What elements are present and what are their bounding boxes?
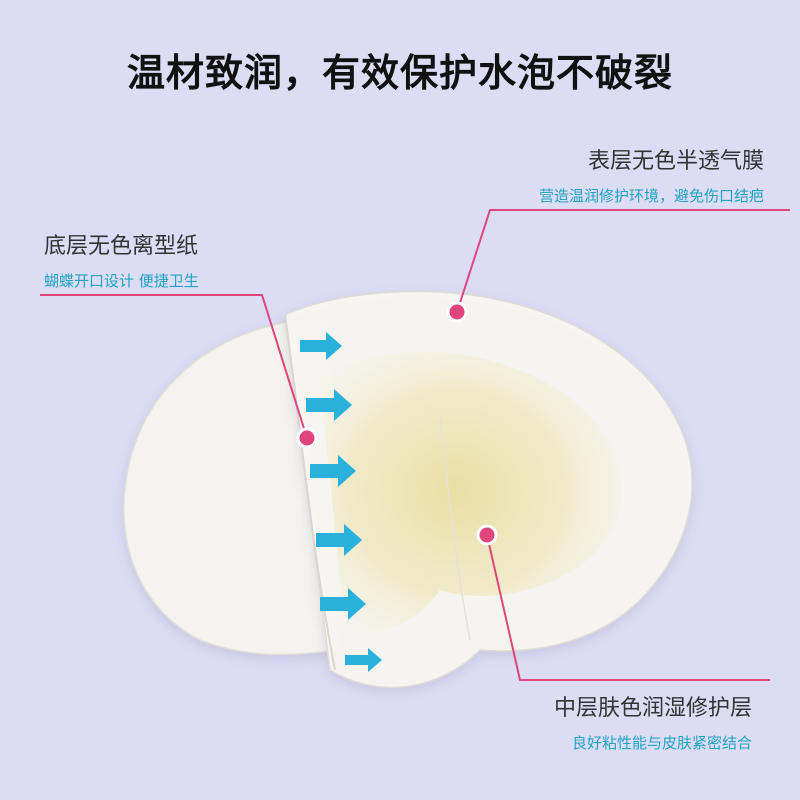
arrow-right-icon <box>310 455 356 487</box>
callout-line-bottom <box>486 534 770 681</box>
label-bottom-right: 中层肤色润湿修护层 良好粘性能与皮肤紧密结合 <box>554 690 752 753</box>
label-top-right-sub: 营造温润修护环境，避免伤口结疤 <box>538 187 764 205</box>
page-title: 温材致润，有效保护水泡不破裂 <box>126 51 673 95</box>
label-top-right: 表层无色半透气膜 营造温润修护环境，避免伤口结疤 <box>539 143 764 206</box>
label-bottom-right-main: 中层肤色润湿修护层 <box>553 696 752 721</box>
callout-line-left <box>40 294 308 439</box>
callout-line-top <box>456 209 790 313</box>
fold-line <box>284 314 336 671</box>
callout-dot-left <box>296 427 318 449</box>
hydrocolloid-layer <box>320 351 622 633</box>
label-top-right-main: 表层无色半透气膜 <box>587 149 764 174</box>
label-bottom-right-sub: 良好粘性能与皮肤紧密结合 <box>571 734 752 752</box>
label-left-sub: 蝴蝶开口设计 便捷卫生 <box>44 272 199 290</box>
label-left: 底层无色离型纸 蝴蝶开口设计 便捷卫生 <box>44 228 199 291</box>
label-left-main: 底层无色离型纸 <box>44 234 199 259</box>
arrow-right-icon <box>345 648 382 672</box>
arrow-right-icon <box>306 389 352 421</box>
release-paper <box>123 319 341 656</box>
arrow-right-icon <box>316 524 362 556</box>
arrow-right-icon <box>320 588 366 620</box>
callout-dot-top <box>446 301 468 323</box>
callout-dot-bottom <box>476 524 498 546</box>
arrow-right-icon <box>300 332 342 360</box>
